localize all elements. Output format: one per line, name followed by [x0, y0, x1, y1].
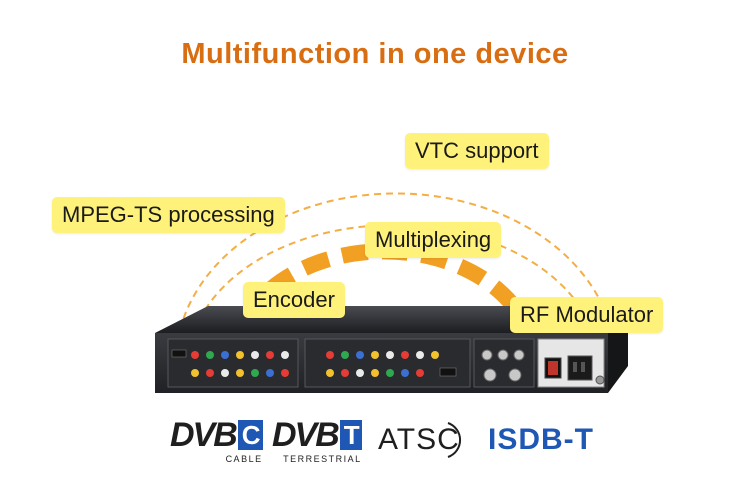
- dvb-c-sub: CABLE: [225, 454, 263, 464]
- bnc-connector: [508, 368, 522, 382]
- isdb-t-logo: ISDB-T: [488, 420, 594, 460]
- atsc-logo: ATSC: [378, 420, 462, 460]
- atsc-text: ATSC: [378, 423, 460, 456]
- connectors-mid-row1: [326, 351, 439, 359]
- bnc-connector: [497, 349, 509, 361]
- page-title: Multifunction in one device: [181, 38, 569, 70]
- connectors-left-row1: [191, 351, 289, 359]
- ground-screw: [595, 375, 605, 385]
- callout-mpeg-ts-processing: MPEG-TS processing: [52, 197, 285, 233]
- hdmi-port-1: [171, 349, 187, 358]
- connectors-mid-row2: [326, 369, 424, 377]
- dvb-t-box: T: [339, 420, 362, 450]
- callout-encoder: Encoder: [243, 282, 345, 318]
- isdb-t-text: ISDB-T: [488, 423, 594, 456]
- atsc-swoosh: [447, 422, 462, 458]
- callout-vtc-support: VTC support: [405, 133, 549, 169]
- connectors-left-row2: [191, 369, 289, 377]
- outer-dashed-arc: [179, 192, 611, 331]
- callout-multiplexing: Multiplexing: [365, 222, 502, 258]
- dvb-c-word: DVB: [170, 416, 238, 454]
- dvb-c-box: C: [237, 420, 263, 450]
- bnc-connector: [481, 349, 493, 361]
- dvb-t-word: DVB: [272, 416, 340, 454]
- bnc-connector: [513, 349, 525, 361]
- bnc-connector: [483, 368, 497, 382]
- power-socket: [567, 355, 593, 381]
- hdmi-port-2: [439, 367, 457, 377]
- callout-rf-modulator: RF Modulator: [510, 297, 664, 333]
- dvb-t-sub: TERRESTRIAL: [283, 454, 362, 464]
